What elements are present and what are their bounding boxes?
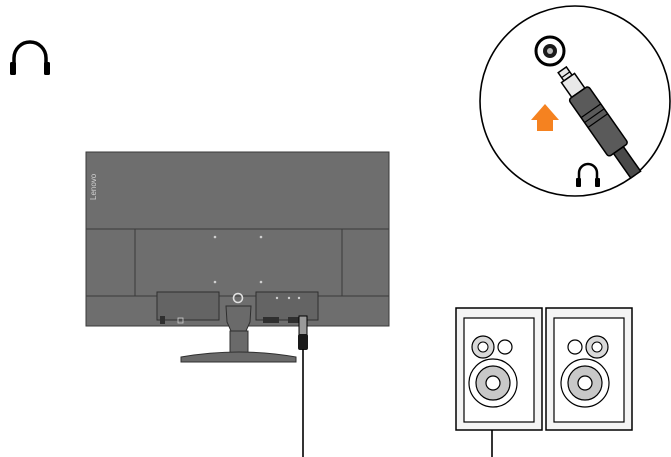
monitor-brand-label: Lenovo (89, 173, 98, 200)
audio-plug (557, 65, 642, 180)
headphones-icon (10, 40, 50, 75)
port-bay-left (156, 291, 220, 321)
lock-slot (232, 292, 244, 304)
monitor-stand (180, 305, 297, 363)
monitor-panel (85, 151, 390, 327)
audio-cable (298, 315, 308, 457)
port-bay-right (255, 291, 319, 321)
speaker-icon (455, 307, 633, 457)
speaker-left (455, 307, 543, 431)
zoom-callout (479, 5, 671, 197)
audio-jack-socket (534, 35, 566, 67)
monitor-back: Lenovo (85, 151, 390, 327)
arrow-up-icon (531, 104, 559, 131)
speaker-right (545, 307, 633, 431)
power-port (160, 316, 165, 324)
callout-headphones-icon (576, 162, 600, 187)
